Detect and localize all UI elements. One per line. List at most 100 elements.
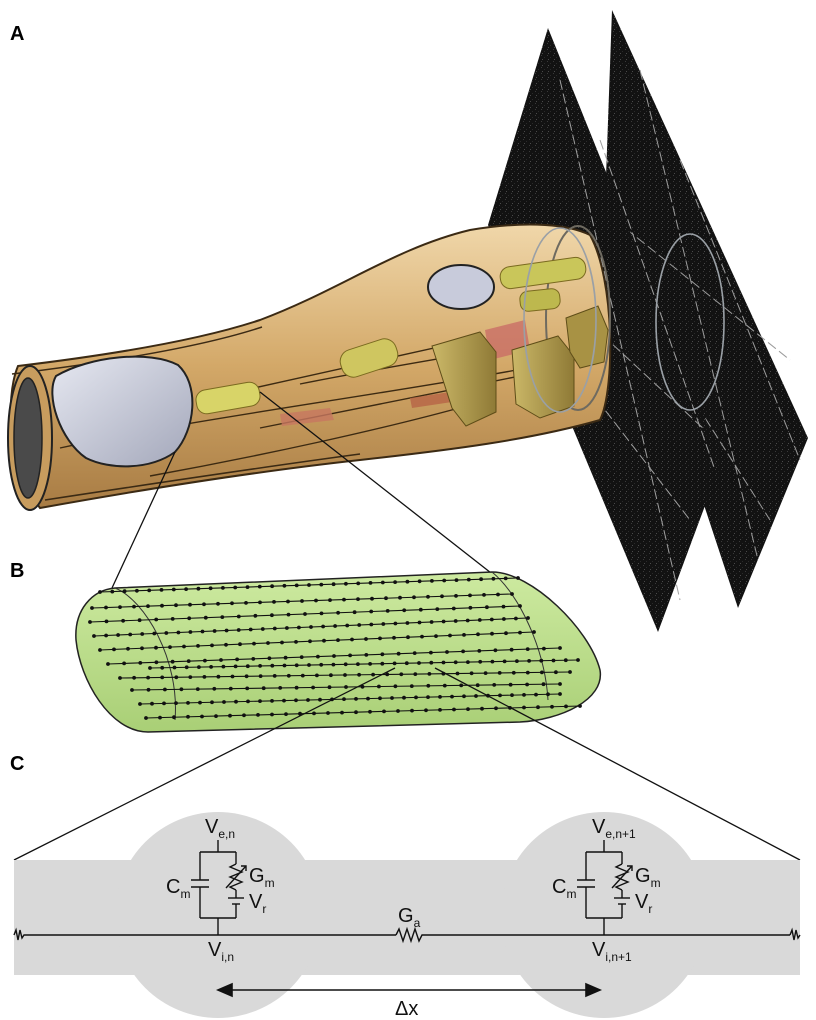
node-of-ranvier-dot	[450, 694, 454, 699]
node-of-ranvier-dot	[307, 583, 311, 587]
node-of-ranvier-dot	[312, 711, 316, 716]
node-of-ranvier-dot	[504, 631, 508, 636]
node-of-ranvier-dot	[118, 676, 122, 680]
node-of-ranvier-dot	[522, 693, 526, 697]
node-of-ranvier-dot	[272, 600, 276, 604]
node-of-ranvier-dot	[357, 623, 362, 627]
node-of-ranvier-dot	[342, 597, 346, 602]
node-of-ranvier-dot	[354, 710, 358, 715]
node-of-ranvier-dot	[198, 700, 202, 705]
label-ve-n1: Ve,n+1	[592, 816, 636, 841]
zoom-line-a-right	[259, 391, 501, 581]
node-of-ranvier-dot	[496, 592, 500, 597]
node-of-ranvier-dot	[326, 711, 330, 715]
node-of-ranvier-dot	[438, 708, 442, 712]
node-of-ranvier-dot	[116, 633, 120, 637]
node-of-ranvier-dot	[202, 675, 207, 679]
node-of-ranvier-dot	[245, 664, 250, 669]
node-of-ranvier-dot	[230, 674, 235, 679]
node-of-ranvier-dot	[245, 585, 250, 589]
node-of-ranvier-dot	[440, 594, 444, 599]
nerve-fiber	[145, 705, 581, 719]
node-of-ranvier-dot	[327, 685, 332, 690]
node-of-ranvier-dot	[187, 616, 192, 621]
node-of-ranvier-dot	[502, 617, 506, 621]
node-of-ranvier-dot	[272, 626, 277, 631]
node-of-ranvier-dot	[270, 613, 274, 618]
node-of-ranvier-dot	[396, 709, 400, 713]
label-delta-x: Δx	[395, 998, 418, 1020]
node-of-ranvier-dot	[122, 661, 126, 666]
panel-b: B	[10, 560, 801, 861]
node-of-ranvier-dot	[369, 609, 374, 614]
node-of-ranvier-dot	[357, 672, 361, 677]
node-of-ranvier-dot	[485, 605, 489, 610]
node-of-ranvier-dot	[219, 658, 223, 662]
node-of-ranvier-dot	[445, 650, 449, 654]
node-of-ranvier-dot	[352, 610, 357, 615]
node-of-ranvier-dot	[148, 666, 152, 670]
node-of-ranvier-dot	[319, 582, 324, 587]
node-of-ranvier-dot	[188, 602, 192, 607]
node-of-ranvier-dot	[564, 704, 568, 709]
node-of-ranvier-dot	[280, 640, 284, 645]
node-of-ranvier-dot	[454, 594, 458, 598]
node-of-ranvier-dot	[222, 700, 226, 704]
node-of-ranvier-dot	[438, 695, 442, 699]
node-of-ranvier-dot	[311, 685, 315, 690]
node-of-ranvier-dot	[343, 673, 347, 677]
node-of-ranvier-dot	[140, 646, 144, 651]
node-of-ranvier-dot	[235, 657, 240, 662]
node-of-ranvier-dot	[405, 579, 410, 584]
node-of-ranvier-dot	[98, 648, 102, 652]
node-of-ranvier-dot	[210, 700, 214, 705]
node-of-ranvier-dot	[160, 665, 165, 670]
mesh-plane-back	[605, 10, 808, 608]
node-of-ranvier-dot	[344, 581, 348, 586]
fiber-bundle-end-right	[491, 571, 549, 701]
node-of-ranvier-dot	[171, 587, 176, 592]
node-of-ranvier-dot	[236, 614, 241, 619]
node-of-ranvier-dot	[214, 714, 218, 718]
node-of-ranvier-dot	[554, 670, 558, 675]
node-of-ranvier-dot	[378, 696, 382, 701]
node-of-ranvier-dot	[200, 629, 205, 634]
node-of-ranvier-dot	[465, 618, 470, 623]
node-of-ranvier-dot	[216, 601, 220, 606]
node-of-ranvier-dot	[380, 580, 385, 585]
node-of-ranvier-dot	[509, 647, 514, 652]
node-of-ranvier-dot	[508, 682, 513, 687]
node-of-ranvier-dot	[424, 708, 428, 713]
node-of-ranvier-dot	[380, 652, 385, 657]
node-of-ranvier-dot	[186, 714, 190, 719]
node-of-ranvier-dot	[172, 715, 176, 720]
node-of-ranvier-dot	[342, 697, 346, 701]
node-of-ranvier-dot	[420, 634, 424, 639]
node-of-ranvier-dot	[224, 642, 228, 647]
node-of-ranvier-dot	[186, 659, 191, 663]
node-of-ranvier-dot	[282, 583, 287, 588]
node-of-ranvier-dot	[468, 593, 472, 598]
node-of-ranvier-dot	[406, 635, 410, 640]
node-of-ranvier-dot	[522, 705, 526, 710]
node-of-ranvier-dot	[459, 683, 464, 688]
limb-end-right	[545, 225, 611, 411]
muscle-red-3	[410, 392, 452, 408]
node-of-ranvier-dot	[164, 631, 169, 635]
node-of-ranvier-dot	[435, 607, 440, 611]
node-of-ranvier-dot	[144, 716, 148, 720]
node-of-ranvier-dot	[477, 649, 482, 653]
node-of-ranvier-dot	[266, 641, 270, 645]
node-of-ranvier-dot	[260, 627, 265, 631]
node-of-ranvier-dot	[441, 619, 446, 624]
node-of-ranvier-dot	[258, 674, 263, 678]
node-of-ranvier-dot	[174, 701, 178, 705]
node-of-ranvier-dot	[466, 707, 470, 711]
node-of-ranvier-dot	[128, 632, 133, 637]
node-of-ranvier-dot	[468, 605, 473, 610]
node-of-ranvier-dot	[160, 603, 164, 608]
node-of-ranvier-dot	[503, 576, 508, 581]
node-of-ranvier-dot	[380, 661, 385, 666]
node-of-ranvier-dot	[412, 651, 417, 655]
nerve-fiber	[149, 659, 579, 669]
